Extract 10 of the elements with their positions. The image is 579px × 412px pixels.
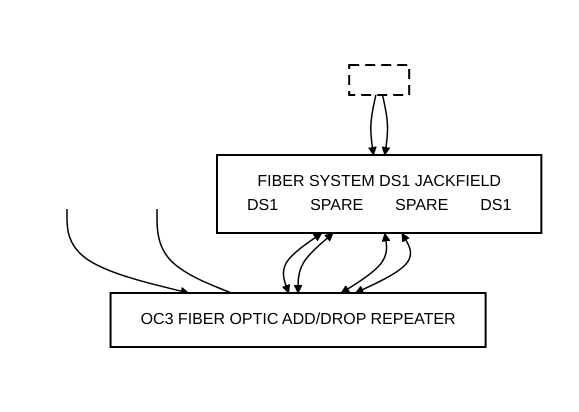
arrow xyxy=(282,232,322,294)
arrow xyxy=(294,232,334,294)
node-box: OC3 FIBER OPTIC ADD/DROP REPEATER xyxy=(110,292,487,348)
arrow xyxy=(355,232,412,294)
connector xyxy=(156,209,232,294)
arrow xyxy=(382,94,391,156)
arrow xyxy=(368,94,378,156)
arrow xyxy=(341,233,391,294)
node-box: FIBER SYSTEM DS1 JACKFIELD DS1 SPARE SPARE DS1 xyxy=(216,154,543,234)
node-box xyxy=(348,64,410,96)
